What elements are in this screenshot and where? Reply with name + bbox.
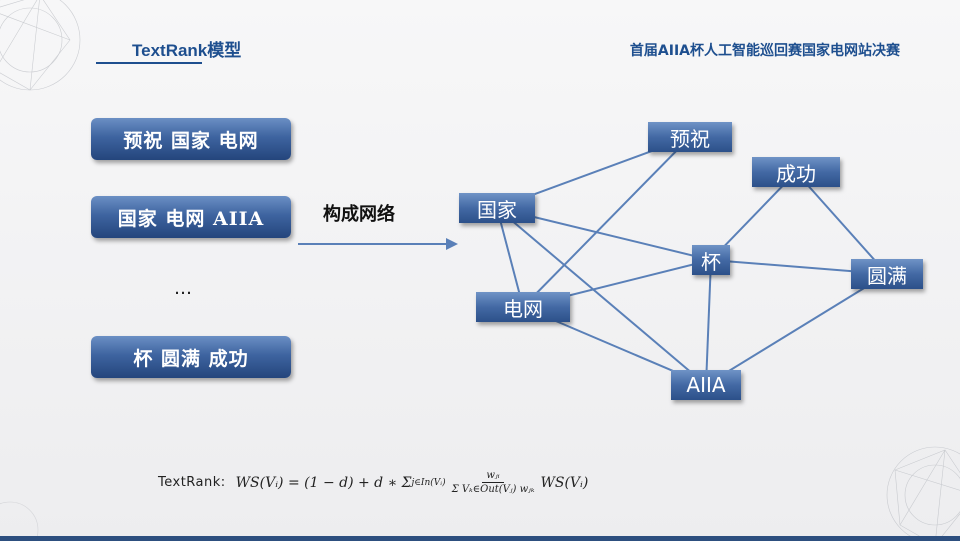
bottom-bar (0, 536, 960, 541)
ellipsis: … (174, 278, 192, 299)
page-title: TextRank模型 (132, 41, 242, 60)
formula-rhs: WS(Vᵢ) (540, 474, 589, 491)
edge-guojia-dianwang (496, 207, 524, 308)
corner-network-bottom-right (886, 446, 960, 541)
node-chenggong: 成功 (752, 157, 840, 187)
event-title: 首届AIIA杯人工智能巡回赛国家电网站决赛 (629, 43, 900, 59)
node-yuanman: 圆满 (851, 259, 923, 289)
node-yuzhu: 预祝 (648, 122, 732, 152)
edge-yuanman-aiia (705, 273, 888, 386)
formula-lhs: WS(Vᵢ) = (1 − d) + d ∗ Σ (235, 474, 412, 491)
node-bei: 杯 (692, 245, 730, 275)
corner-network-top-left (0, 0, 81, 91)
formula-label: TextRank: (158, 475, 226, 490)
formula-numerator: wⱼᵢ (482, 470, 504, 483)
title-underline (96, 62, 202, 64)
arrow (298, 238, 458, 250)
sentence-box-3: 杯 圆满 成功 (91, 336, 291, 378)
formula-fraction: wⱼᵢ Σ Vₖ∈Out(Vⱼ) wⱼₖ (452, 470, 535, 495)
arrow-label: 构成网络 (323, 204, 395, 225)
edge-bei-aiia (705, 259, 712, 386)
formula-denominator: Σ Vₖ∈Out(Vⱼ) wⱼₖ (451, 484, 535, 495)
sentence-box-2: 国家 电网 AIIA (91, 196, 291, 238)
textrank-formula: TextRank: WS(Vᵢ) = (1 − d) + d ∗ Σ j∈In(… (158, 470, 588, 495)
node-aiia: AIIA (671, 370, 741, 400)
edge-dianwang-yuzhu (522, 136, 691, 308)
node-dianwang: 电网 (476, 292, 570, 322)
formula-sum-subscript: j∈In(Vᵢ) (411, 477, 446, 488)
edge-chenggong-yuanman (795, 171, 888, 275)
corner-network-bottom-left (0, 501, 39, 541)
edge-guojia-aiia (496, 207, 707, 386)
node-guojia: 国家 (459, 193, 535, 223)
sentence-box-1: 预祝 国家 电网 (91, 118, 291, 160)
